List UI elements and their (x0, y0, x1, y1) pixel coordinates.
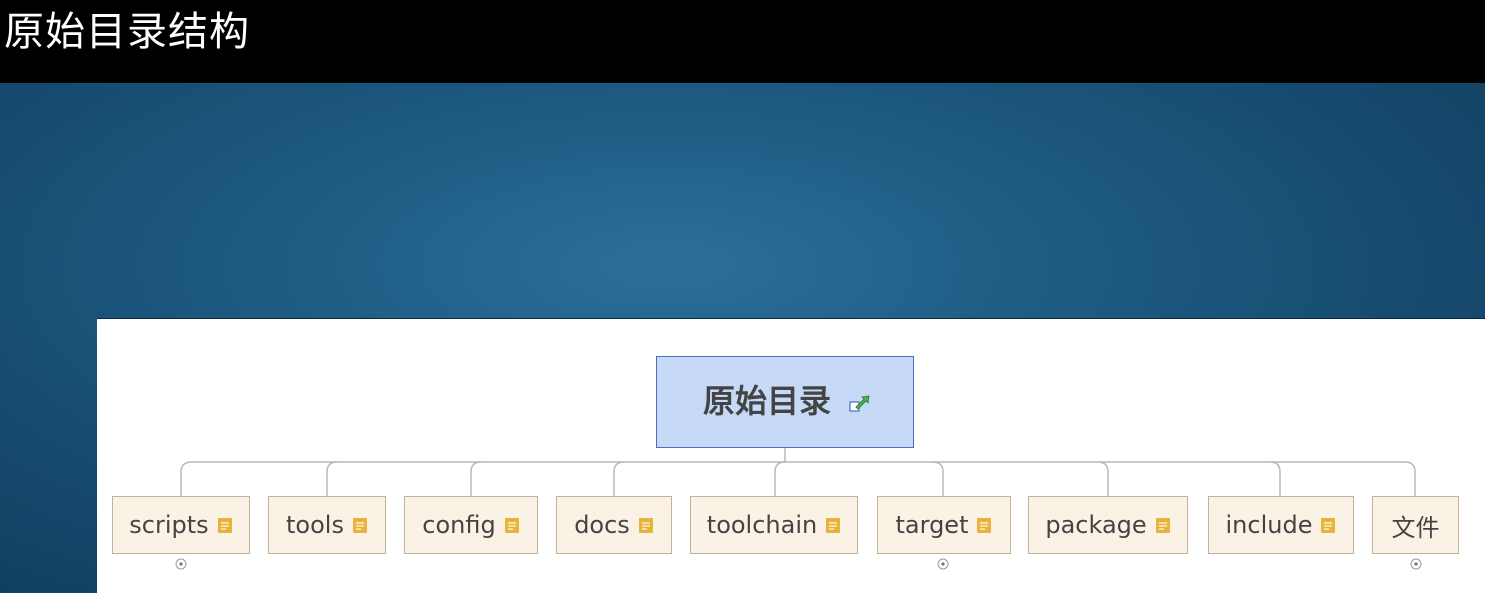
root-topic-label: 原始目录 (703, 382, 832, 420)
child-label: scripts (129, 511, 209, 539)
child-node-scripts[interactable]: scripts (112, 496, 250, 554)
child-node-toolchain[interactable]: toolchain (690, 496, 858, 554)
child-label: 文件 (1391, 513, 1440, 542)
child-label: include (1225, 511, 1313, 539)
expand-branch-icon[interactable] (937, 558, 949, 570)
child-node-target[interactable]: target (877, 496, 1011, 554)
note-icon (352, 517, 367, 533)
child-node-tools[interactable]: tools (268, 496, 386, 554)
note-icon (977, 517, 992, 533)
child-node-docs[interactable]: docs (556, 496, 672, 554)
root-topic[interactable]: 原始目录 (656, 356, 914, 448)
child-label: config (422, 511, 496, 539)
expand-branch-icon[interactable] (175, 558, 187, 570)
child-label: tools (286, 511, 344, 539)
child-node-include[interactable]: include (1208, 496, 1354, 554)
child-label: toolchain (706, 511, 818, 539)
expand-branch-icon[interactable] (1410, 558, 1422, 570)
title-bar: 原始目录结构 (0, 0, 1485, 83)
child-node-config[interactable]: config (404, 496, 538, 554)
note-icon (638, 517, 653, 533)
note-icon (1321, 517, 1336, 533)
child-node-file[interactable]: 文件 (1372, 496, 1459, 554)
child-label: docs (574, 511, 630, 539)
child-label: package (1045, 511, 1147, 539)
note-icon (1155, 517, 1170, 533)
slide-title: 原始目录结构 (4, 9, 250, 55)
note-icon (826, 517, 841, 533)
note-icon (504, 517, 519, 533)
topic-link-icon (849, 395, 870, 412)
child-label: target (895, 511, 969, 539)
note-icon (217, 517, 232, 533)
child-node-package[interactable]: package (1028, 496, 1188, 554)
